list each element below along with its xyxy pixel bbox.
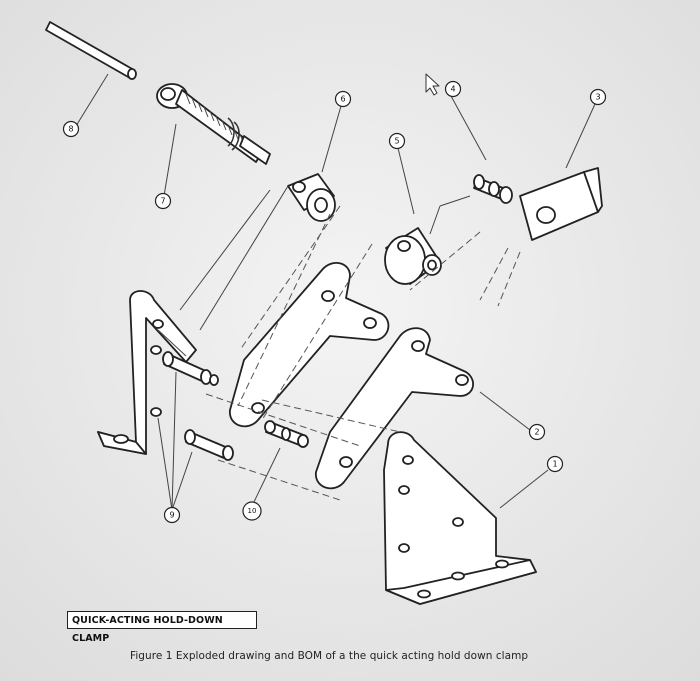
callout-6: 6 <box>334 90 352 108</box>
assembly-lines <box>157 185 521 501</box>
svg-text:9: 9 <box>169 511 174 520</box>
part-4-pin <box>473 174 513 204</box>
mouse-pointer-icon <box>425 73 440 96</box>
svg-text:2: 2 <box>534 428 539 437</box>
callout-10: 10 <box>242 501 262 521</box>
svg-text:5: 5 <box>394 137 399 146</box>
callout-1: 1 <box>546 455 564 473</box>
leader-lines <box>75 73 596 511</box>
figure-caption: Figure 1 Exploded drawing and BOM of a t… <box>130 650 529 662</box>
drawing-title-block: QUICK-ACTING HOLD-DOWN CLAMP <box>67 611 257 644</box>
callout-8: 8 <box>62 120 80 138</box>
svg-text:10: 10 <box>248 507 257 515</box>
callout-7: 7 <box>154 192 172 210</box>
svg-text:1: 1 <box>552 460 557 469</box>
part-9-pins <box>162 351 234 461</box>
svg-text:8: 8 <box>68 125 73 134</box>
part-1-bracket-right <box>383 431 537 605</box>
part-2-link-left <box>229 262 390 428</box>
callout-3: 3 <box>589 88 607 106</box>
callout-2: 2 <box>528 423 546 441</box>
part-6-collar <box>287 173 336 222</box>
svg-text:3: 3 <box>595 93 600 102</box>
svg-text:4: 4 <box>450 85 455 94</box>
callout-9: 9 <box>163 506 181 524</box>
part-10-pin <box>264 420 309 448</box>
part-1-bracket-left <box>97 290 197 455</box>
svg-text:6: 6 <box>340 95 345 104</box>
part-2-link-right <box>315 327 474 490</box>
part-3-pad <box>519 167 603 241</box>
part-5-cam <box>384 227 442 285</box>
callout-4: 4 <box>444 80 462 98</box>
svg-text:7: 7 <box>160 197 165 206</box>
part-8-rod <box>45 21 137 80</box>
part-7-screw <box>156 83 271 165</box>
callout-5: 5 <box>388 132 406 150</box>
